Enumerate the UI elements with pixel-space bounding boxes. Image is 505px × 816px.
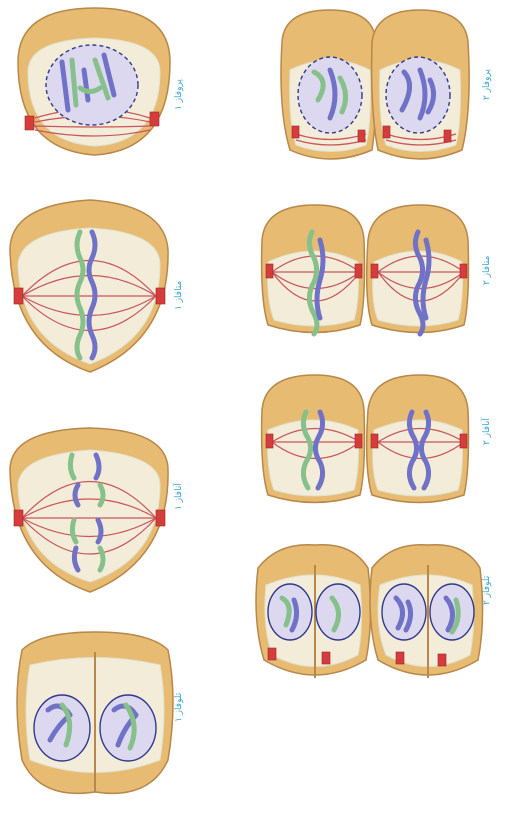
cell-metaphase-2: متافاز ۲ bbox=[262, 205, 492, 334]
cell-telophase-1: تلوفاز ۱ bbox=[17, 632, 184, 793]
centrosome bbox=[322, 652, 330, 664]
centrosome bbox=[383, 126, 390, 138]
cell-telophase-2: تلوفاز ۲ bbox=[256, 545, 492, 678]
centrosome bbox=[396, 652, 404, 664]
stage-label-anaphase-1: آنافاز ۱ bbox=[172, 483, 184, 510]
cell-anaphase-2: آنافاز ۲ bbox=[262, 375, 492, 503]
stage-label-metaphase-2: متافاز ۲ bbox=[482, 255, 492, 285]
centrosome bbox=[358, 130, 365, 142]
centrosome-left bbox=[25, 116, 34, 130]
centrosome bbox=[444, 130, 451, 142]
centrosome bbox=[266, 434, 273, 448]
cell-prophase-2: پروفاز ۲ bbox=[281, 10, 492, 159]
stage-label-telophase-1: تلوفاز ۱ bbox=[174, 692, 184, 722]
centrosome bbox=[292, 126, 299, 138]
cell-metaphase-1: متافاز ۱ bbox=[10, 200, 184, 372]
centrosome-left bbox=[14, 288, 23, 304]
centrosome-right bbox=[156, 288, 165, 304]
centrosome bbox=[371, 434, 378, 448]
centrosome bbox=[460, 434, 467, 448]
centrosome-right bbox=[156, 510, 165, 526]
centrosome-right bbox=[150, 112, 159, 126]
centrosome bbox=[460, 264, 467, 278]
centrosome bbox=[266, 264, 273, 278]
nucleus-envelope-right bbox=[386, 57, 450, 133]
centrosome bbox=[355, 434, 362, 448]
cell-prophase-1: پروفاز ۱ bbox=[18, 8, 184, 155]
nucleus-envelope bbox=[46, 45, 138, 125]
centrosome bbox=[438, 654, 446, 666]
stage-label-prophase-2: پروفاز ۲ bbox=[482, 69, 492, 100]
centrosome-left bbox=[14, 510, 23, 526]
centrosome bbox=[371, 264, 378, 278]
centrosome bbox=[355, 264, 362, 278]
cell-anaphase-1: آنافاز ۱ bbox=[10, 428, 184, 592]
stage-label-telophase-2: تلوفاز ۲ bbox=[482, 575, 492, 605]
stage-label-prophase-1: پروفاز ۱ bbox=[174, 79, 184, 110]
stage-label-anaphase-2: آنافاز ۲ bbox=[480, 418, 492, 445]
stage-label-metaphase-1: متافاز ۱ bbox=[174, 280, 184, 310]
centrosome bbox=[268, 648, 276, 660]
